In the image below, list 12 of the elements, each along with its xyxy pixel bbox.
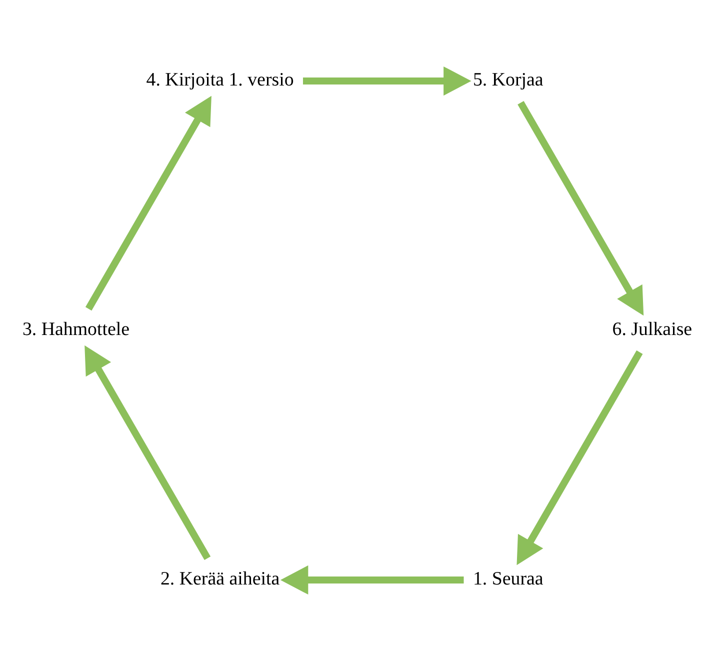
node-text: 2. Kerää aiheita bbox=[160, 568, 280, 589]
arrow bbox=[516, 350, 643, 565]
arrow bbox=[85, 95, 212, 310]
node-text: 6. Julkaise bbox=[612, 318, 692, 340]
node-text: 5. Korjaa bbox=[472, 69, 544, 90]
node-text: 3. Hahmottele bbox=[22, 318, 130, 340]
node-text: 4. Kirjoita 1. versio bbox=[146, 69, 294, 90]
arrow bbox=[84, 344, 211, 560]
node-text: 1. Seuraa bbox=[472, 568, 544, 589]
arrow bbox=[303, 66, 472, 96]
arrow bbox=[518, 100, 644, 316]
arrow bbox=[280, 564, 464, 594]
